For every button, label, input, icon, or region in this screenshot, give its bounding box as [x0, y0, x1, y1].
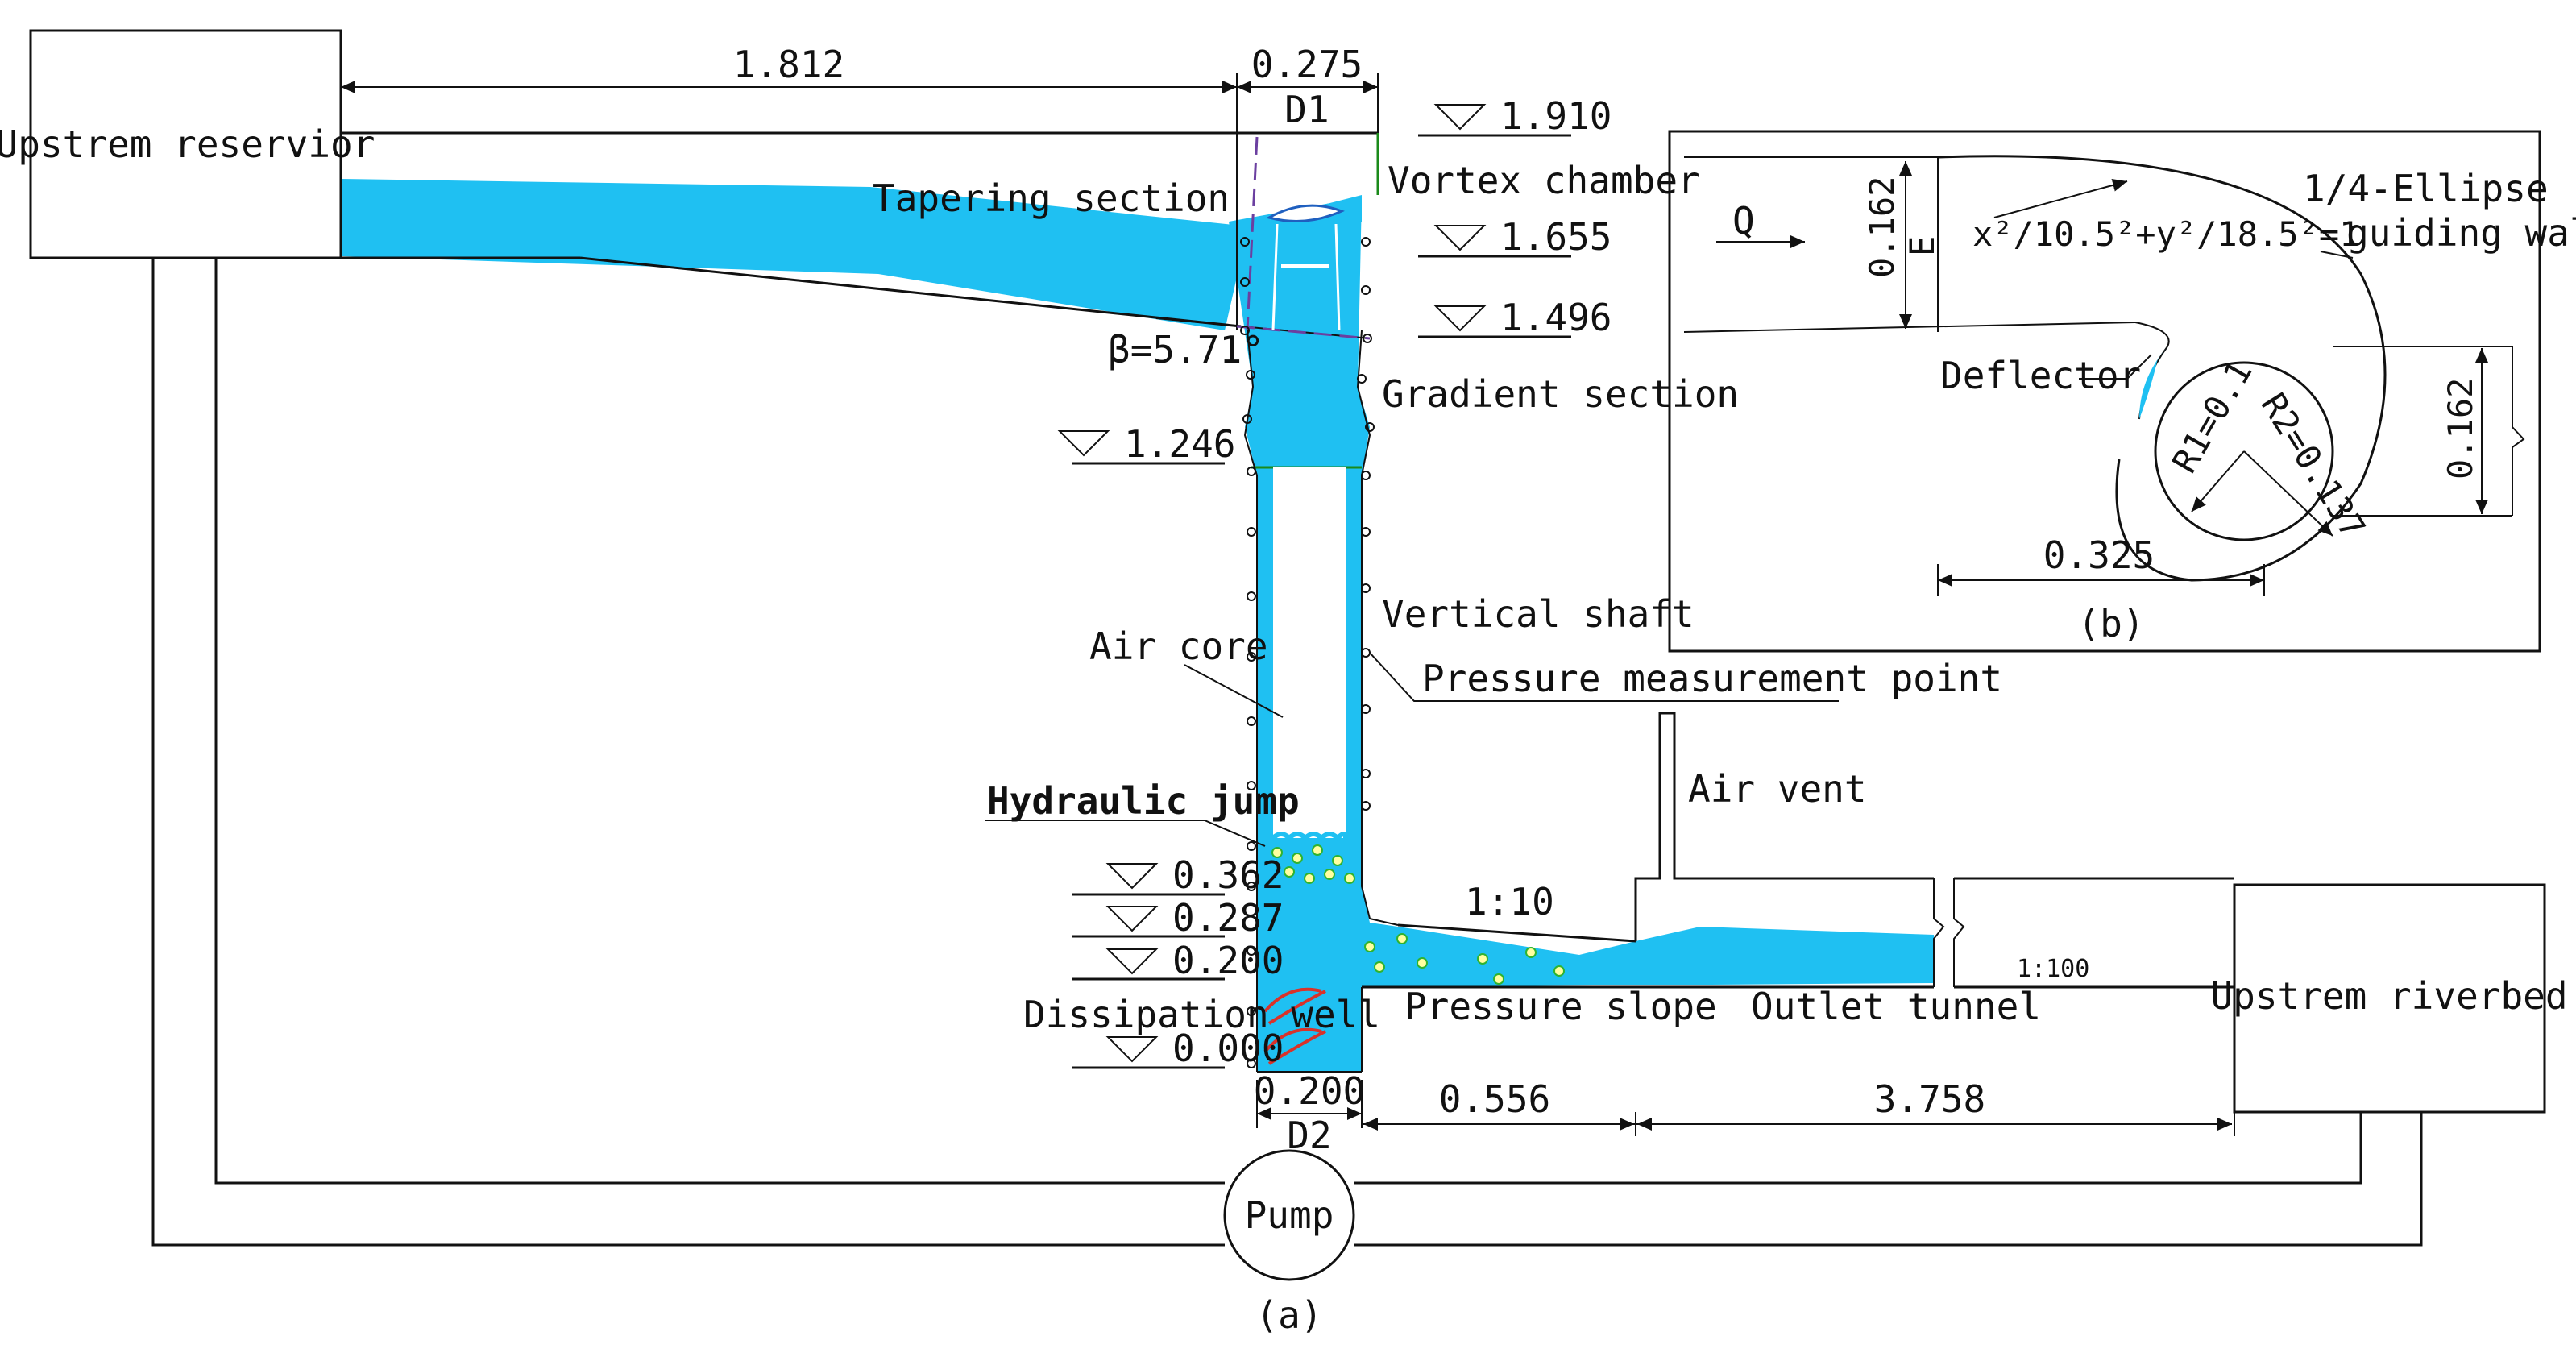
- elev-0362: [1072, 863, 1225, 896]
- pressure-point-leader: [1369, 652, 1839, 702]
- inset-ellipse-wall-2: guiding wall: [2346, 211, 2576, 255]
- dim-0556: 0.556: [1439, 1077, 1550, 1121]
- structure-outline: [341, 131, 2234, 1073]
- inset-deflector-label: Deflector: [1940, 354, 2141, 397]
- piping: [151, 258, 2423, 1247]
- shaft-circle: [2154, 361, 2334, 541]
- elev-0287-label: 0.287: [1172, 896, 1284, 940]
- ellipse-guiding-wall: [1937, 155, 2387, 582]
- slope-1-100-label: 1:100: [2017, 955, 2089, 983]
- inset-r1-label: R1=0.1: [2164, 354, 2259, 479]
- elev-0000: [1072, 1036, 1225, 1069]
- air-core-leader: [1184, 664, 1284, 718]
- label-d2: D2: [1287, 1114, 1331, 1157]
- pressure-point-label: Pressure measurement point: [1422, 657, 2002, 700]
- elevation-markers: [1057, 104, 1571, 1069]
- water-tapering-section: [342, 179, 1362, 330]
- tapering-section-label: Tapering section: [873, 176, 1230, 220]
- inset-height-left: 0.162: [1862, 176, 1902, 278]
- elev-1910-label: 1.910: [1500, 94, 1612, 138]
- elev-0200-label: 0.200: [1172, 939, 1284, 982]
- upstream-riverbed-box: [2233, 883, 2546, 1114]
- caption-a: (a): [1255, 1293, 1322, 1337]
- dim-0200: 0.200: [1254, 1069, 1365, 1113]
- inset-equation: x²/10.5²+y²/18.5²=1: [1972, 214, 2359, 254]
- elev-1655-label: 1.655: [1500, 215, 1612, 259]
- dimension-lines: [341, 73, 2235, 1136]
- air-core-region: [1273, 467, 1346, 838]
- upstream-reservoir-label: Upstrem reservior: [0, 122, 375, 166]
- elev-1910: [1418, 104, 1571, 137]
- elev-1496: [1418, 305, 1571, 338]
- elev-0287: [1072, 906, 1225, 938]
- beta-angle-label: β=5.71°: [1108, 328, 1264, 371]
- pump-label: Pump: [1245, 1193, 1334, 1237]
- inset-frame: [1668, 130, 2541, 653]
- upstream-reservoir-box: [29, 29, 342, 259]
- hydraulic-jump-bubbles: [1271, 844, 1565, 985]
- dissipation-well-label: Dissipation well: [1023, 993, 1380, 1036]
- elev-0362-label: 0.362: [1172, 853, 1284, 897]
- pressure-points-left: [1240, 237, 1256, 1068]
- air-core-label: Air core: [1089, 624, 1268, 668]
- inset-height-right: 0.162: [2441, 378, 2480, 479]
- elev-0200: [1072, 948, 1225, 981]
- inset-r2-label: R2=0.137: [2254, 386, 2374, 546]
- hydraulic-jump-label: Hydraulic jump: [987, 779, 1300, 823]
- caption-b: (b): [2077, 602, 2144, 645]
- inset-ellipse-wall-1: 1/4-Ellipse: [2303, 167, 2549, 210]
- dim-0275: 0.275: [1251, 43, 1363, 86]
- water-shaft: [1229, 197, 1934, 1072]
- inset-width-label: 0.325: [2043, 533, 2155, 577]
- hydraulic-jump-leader: [985, 820, 1266, 847]
- vortex-chamber-label: Vortex chamber: [1388, 159, 1700, 202]
- slope-1-10-label: 1:10: [1465, 880, 1554, 923]
- vertical-shaft-label: Vertical shaft: [1382, 592, 1695, 636]
- gradient-section-label: Gradient section: [1382, 372, 1739, 416]
- dim-3758: 3.758: [1874, 1077, 1985, 1121]
- inset-e-label: E: [1902, 236, 1942, 256]
- pressure-slope-label: Pressure slope: [1404, 985, 1717, 1028]
- inset-b: [1668, 130, 2541, 653]
- inset-q-label: Q: [1732, 199, 1755, 243]
- outlet-tunnel-label: Outlet tunnel: [1751, 985, 2041, 1028]
- flow-arrows: [1263, 987, 1326, 1065]
- air-vent-label: Air vent: [1688, 767, 1867, 811]
- elev-1496-label: 1.496: [1500, 296, 1612, 339]
- pump-circle: [1223, 1149, 1355, 1281]
- water-body: [342, 179, 1934, 1072]
- elev-1246-label: 1.246: [1124, 422, 1235, 466]
- elev-0000-label: 0.000: [1172, 1027, 1284, 1070]
- dim-1812: 1.812: [733, 43, 844, 86]
- elev-1246: [1057, 430, 1225, 465]
- elev-1655: [1418, 225, 1571, 258]
- label-d1: D1: [1284, 88, 1329, 131]
- upstream-riverbed-label: Upstrem riverbed: [2210, 974, 2567, 1018]
